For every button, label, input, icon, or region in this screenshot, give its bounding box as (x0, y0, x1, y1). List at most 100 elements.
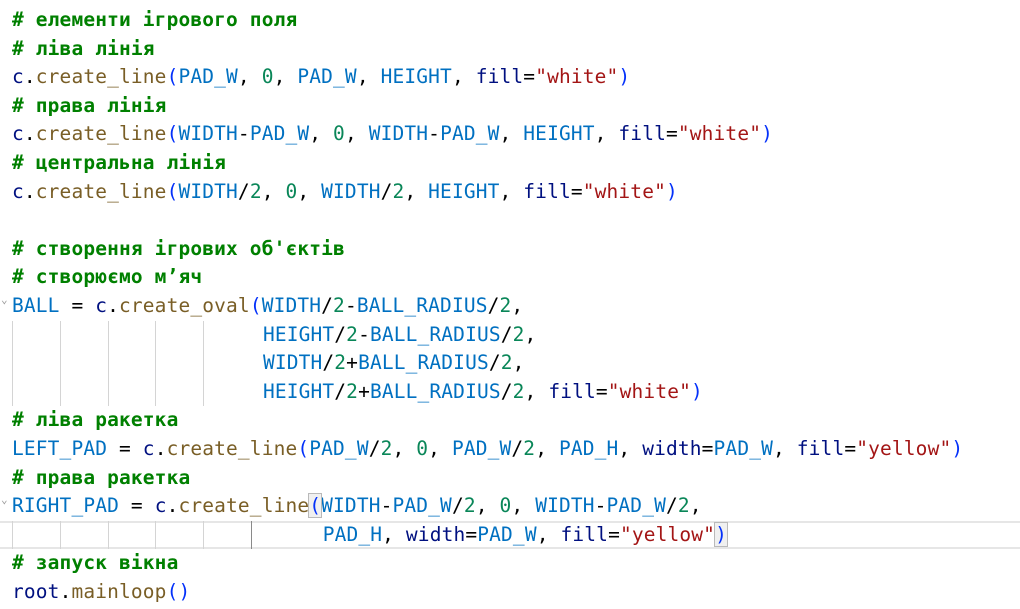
token-func: create_line (35, 179, 167, 203)
token-brk: ) (618, 65, 631, 89)
token-param: fill (475, 65, 524, 89)
code-line[interactable]: c.create_line(WIDTH/2, 0, WIDTH/2, HEIGH… (0, 178, 1020, 207)
token-op: = (595, 379, 608, 403)
token-param: fill (796, 436, 845, 460)
code-line[interactable]: # створення ігрових об'єктів (0, 235, 1020, 264)
token-punct: , (261, 179, 286, 203)
code-line[interactable]: ⌄ BALL = c.create_oval(WIDTH/2-BALL_RADIU… (0, 292, 1020, 321)
fold-chevron-icon[interactable]: ⌄ (1, 292, 8, 306)
token-const: PAD_H (322, 522, 383, 546)
token-const: BALL_RADIUS (358, 351, 489, 375)
token-punct: . (154, 436, 167, 460)
token-ident: c (95, 293, 108, 317)
token-op: / (368, 436, 381, 460)
code-line[interactable]: LEFT_PAD = c.create_line(PAD_W/2, 0, PAD… (0, 435, 1020, 464)
token-num: 2 (333, 293, 345, 317)
code-text: # центральна лінія (12, 151, 226, 174)
code-line[interactable]: # елементи ігрового поля (0, 6, 1020, 35)
code-line[interactable]: # центральна лінія (0, 149, 1020, 178)
token-comment: # права ракетка (12, 465, 191, 489)
token-param: fill (523, 179, 571, 203)
token-const: BALL (12, 293, 60, 317)
token-ident: c (12, 122, 24, 146)
code-text: RIGHT_PAD = c.create_line(WIDTH-PAD_W/2,… (12, 493, 702, 519)
token-str: "yellow" (619, 522, 716, 546)
token-param: fill (618, 122, 666, 146)
code-line[interactable]: # ліва лінія (0, 35, 1020, 64)
token-num: 2 (500, 351, 513, 375)
token-punct: , (594, 122, 619, 146)
token-op: - (237, 122, 250, 146)
token-punct: . (166, 494, 179, 518)
code-line[interactable]: # права ракетка (0, 464, 1020, 493)
token-op: / (511, 436, 524, 460)
code-line[interactable]: ⌄RIGHT_PAD = c.create_line(WIDTH-PAD_W/2… (0, 492, 1020, 521)
token-const: PAD_W (309, 436, 369, 460)
code-text: BALL = c.create_oval(WIDTH/2-BALL_RADIUS… (12, 294, 523, 317)
code-line[interactable]: root.mainloop() (0, 578, 1020, 607)
code-line[interactable]: # права лінія (0, 92, 1020, 121)
token-const: WIDTH (261, 293, 322, 317)
code-text: # ліва лінія (12, 37, 155, 60)
token-op: / (322, 351, 335, 375)
token-op: / (237, 179, 250, 203)
code-text: LEFT_PAD = c.create_line(PAD_W/2, 0, PAD… (12, 437, 963, 460)
code-line[interactable] (0, 206, 1020, 235)
token-const: HEIGHT (262, 322, 335, 346)
token-punct: , (689, 494, 702, 518)
token-brk: ( (249, 293, 262, 317)
token-param: fill (560, 522, 609, 546)
code-line[interactable]: HEIGHT/2+BALL_RADIUS/2, fill="white") (0, 377, 1020, 407)
token-const: BALL_RADIUS (356, 293, 488, 317)
code-text: # створення ігрових об'єктів (12, 237, 345, 260)
token-punct: , (499, 179, 524, 203)
code-text: # запуск вікна (12, 551, 178, 574)
code-text: root.mainloop() (12, 580, 190, 603)
code-line[interactable]: c.create_line(PAD_W, 0, PAD_W, HEIGHT, f… (0, 63, 1020, 92)
token-punct: , (309, 122, 334, 146)
token-num: 0 (285, 179, 298, 203)
token-ident: c (154, 494, 167, 518)
token-const: WIDTH (535, 494, 595, 518)
token-op: = (844, 436, 857, 460)
token-op: = (523, 65, 536, 89)
token-const: RIGHT_PAD (12, 494, 120, 518)
token-punct: . (23, 179, 36, 203)
token-num: 0 (499, 494, 512, 518)
token-const: BALL_RADIUS (369, 322, 501, 346)
code-line[interactable]: PAD_H, width=PAD_W, fill="yellow") (0, 520, 1020, 550)
code-text: # елементи ігрового поля (12, 8, 297, 31)
code-line[interactable]: # створюємо м’яч (0, 263, 1020, 292)
token-op: / (334, 322, 347, 346)
token-const: PAD_W (249, 122, 310, 146)
token-func: mainloop (71, 579, 167, 603)
token-brk: ( (166, 179, 179, 203)
token-op: - (358, 322, 370, 346)
token-num: 0 (416, 436, 429, 460)
token-ident: c (142, 436, 155, 460)
token-brk: ) (665, 179, 678, 203)
code-line[interactable]: c.create_line(WIDTH-PAD_W, 0, WIDTH-PAD_… (0, 120, 1020, 149)
token-op: = (107, 436, 143, 460)
token-comment: # створюємо м’яч (12, 265, 203, 289)
token-str: "white" (535, 65, 619, 89)
token-const: PAD_W (713, 436, 773, 460)
code-line[interactable]: HEIGHT/2-BALL_RADIUS/2, (0, 320, 1020, 350)
token-punct: , (511, 293, 524, 317)
token-const: WIDTH (178, 179, 238, 203)
token-brk: ( (166, 122, 179, 146)
token-ident: c (12, 65, 24, 89)
token-num: 2 (334, 351, 347, 375)
token-op: = (465, 522, 478, 546)
token-op: - (380, 494, 393, 518)
code-line[interactable]: WIDTH/2+BALL_RADIUS/2, (0, 349, 1020, 378)
fold-chevron-icon[interactable]: ⌄ (1, 493, 8, 507)
code-text: HEIGHT/2-BALL_RADIUS/2, (12, 323, 536, 346)
token-punct: , (773, 436, 797, 460)
token-num: 0 (333, 122, 345, 146)
code-line[interactable]: # ліва ракетка (0, 406, 1020, 435)
token-num: 2 (463, 494, 476, 518)
code-line[interactable]: # запуск вікна (0, 549, 1020, 578)
token-punct: , (524, 379, 549, 403)
